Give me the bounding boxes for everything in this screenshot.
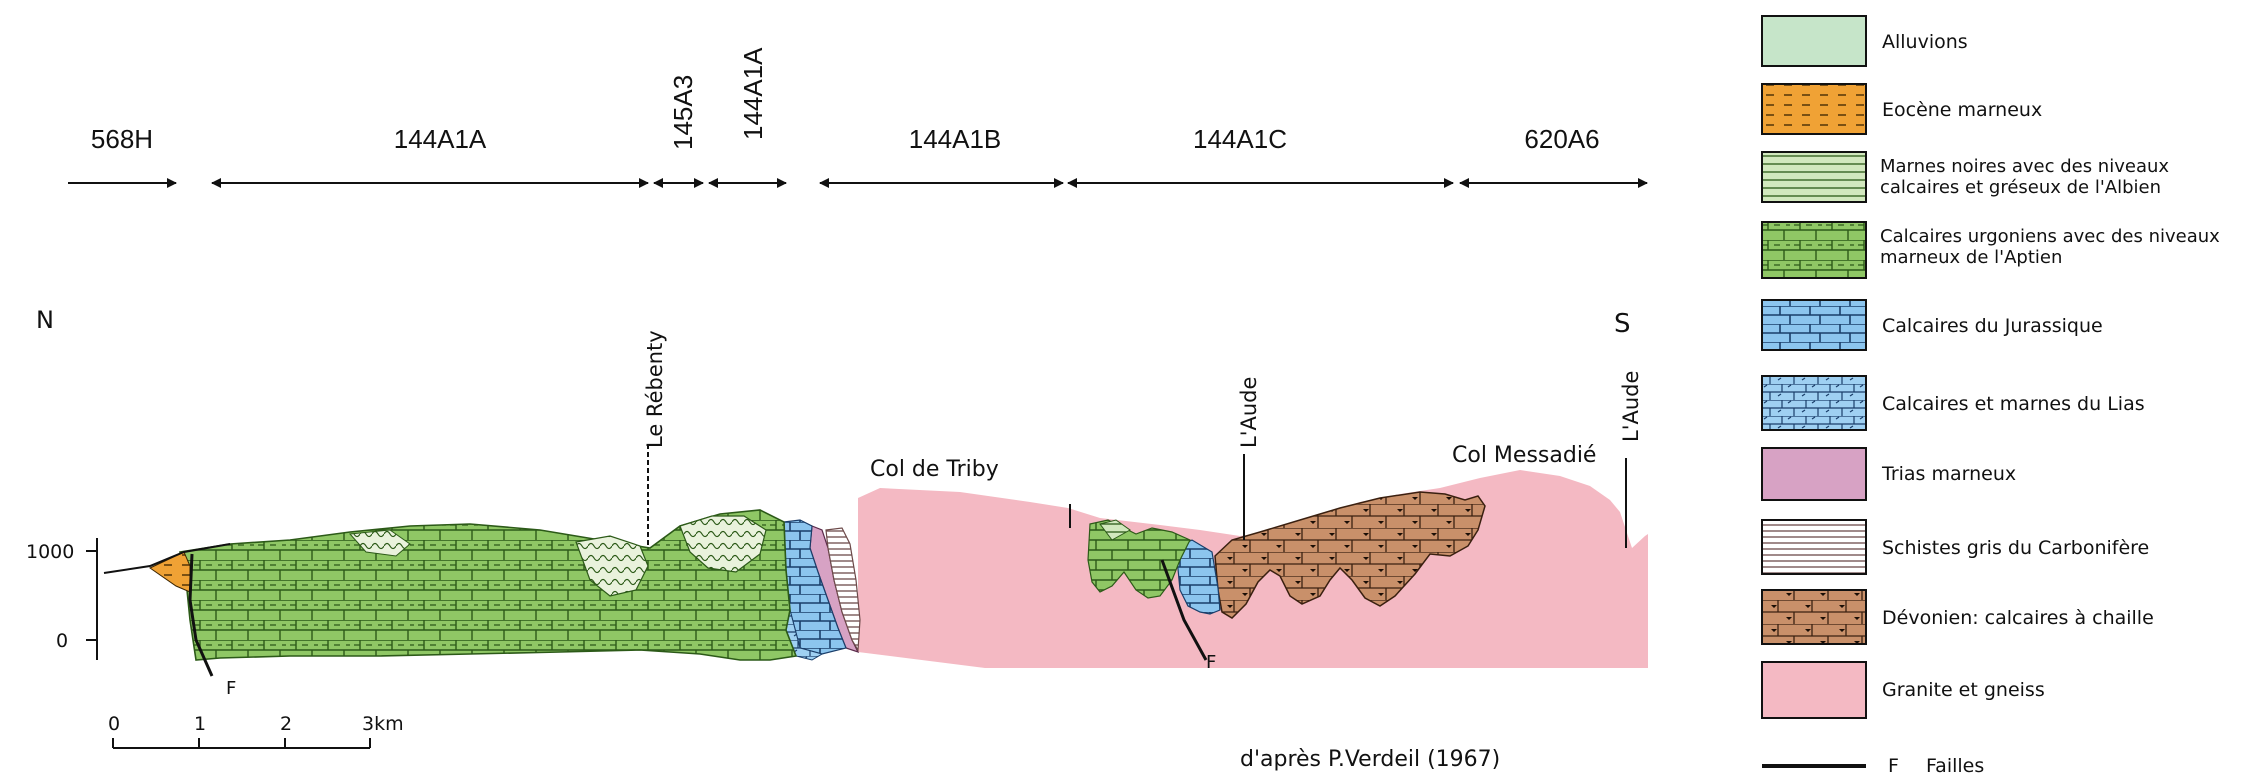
legend-label: Calcaires du Jurassique — [1882, 315, 2103, 337]
legend-swatch — [1761, 519, 1867, 575]
segment-label: 144A1A — [738, 47, 768, 140]
segment-568H: 568H — [68, 124, 177, 188]
legend-swatch — [1761, 299, 1867, 351]
albien-folded-zone — [679, 515, 767, 573]
segment-144A1C: 144A1C — [1067, 124, 1454, 188]
devonian-unit — [1214, 491, 1486, 619]
legend-label-box: Marnes noires avec des niveaux calcaires… — [1880, 156, 2170, 198]
albien-folded-zone — [575, 535, 649, 597]
segment-label: 144A1B — [909, 124, 1002, 154]
altitude-1000-label: 1000 — [26, 541, 74, 563]
legend-swatch — [1761, 151, 1867, 203]
altitude-axis: 1000 0 — [26, 538, 98, 660]
legend-item-trias: Trias marneux — [1761, 447, 2016, 501]
cross-section: F F Le Rébenty L'Aude L'Aude Col de Trib… — [103, 330, 1648, 699]
albien-marls-unit-east — [1099, 519, 1131, 541]
legend-item-albien: Marnes noires avec des niveaux calcaires… — [1761, 151, 2170, 203]
fault-label: F — [226, 678, 236, 699]
segment-label: 620A6 — [1524, 124, 1599, 154]
legend-item-jurassique: Calcaires du Jurassique — [1761, 299, 2103, 351]
legend-swatch — [1761, 83, 1867, 135]
segment-144A1A-west: 144A1A — [211, 124, 649, 188]
segment-620A6: 620A6 — [1459, 124, 1648, 188]
legend-label: Dévonien: calcaires à chaille — [1882, 607, 2154, 629]
legend-label: Trias marneux — [1881, 463, 2016, 485]
topographic-surface — [103, 543, 231, 574]
north-label: N — [36, 306, 54, 334]
legend-swatch — [1761, 375, 1867, 431]
fault-legend-label: Failles — [1926, 755, 1984, 774]
legend-item-eocene: Eocène marneux — [1761, 83, 2042, 135]
legend-item-carbonifere: Schistes gris du Carbonifère — [1761, 519, 2149, 575]
legend-label: Eocène marneux — [1882, 99, 2042, 121]
pass-label-col-messadie: Col Messadié — [1452, 443, 1596, 468]
legend-label: Calcaires et marnes du Lias — [1882, 393, 2145, 415]
scale-label-2: 2 — [280, 713, 292, 735]
segment-label: 144A1C — [1193, 124, 1287, 154]
legend-swatch — [1761, 15, 1867, 67]
legend-label: Schistes gris du Carbonifère — [1882, 537, 2149, 559]
source-credit: d'après P.Verdeil (1967) — [1240, 747, 1500, 772]
segment-144A1A-east: 144A1A — [708, 47, 787, 188]
legend-item-failles: F Failles — [1762, 755, 1984, 774]
segment-label: 144A1A — [394, 124, 487, 154]
scale-label-0: 0 — [108, 713, 120, 735]
legend-item-lias: Calcaires et marnes du Lias — [1761, 375, 2145, 431]
river-label-rebenty: Le Rébenty — [643, 330, 667, 448]
legend-swatch — [1761, 589, 1867, 645]
fault-line-south — [1160, 559, 1208, 661]
legend-swatch — [1761, 447, 1867, 501]
legend: Alluvions Eocène marneux Marnes noires a… — [1761, 15, 2220, 774]
urgonian-limestone-unit-north — [179, 509, 798, 661]
legend-label-box: Calcaires urgoniens avec des niveaux mar… — [1880, 226, 2220, 268]
legend-label: Granite et gneiss — [1882, 679, 2045, 701]
legend-item-granite: Granite et gneiss — [1761, 661, 2045, 719]
legend-item-devonien: Dévonien: calcaires à chaille — [1761, 589, 2154, 645]
legend-swatch — [1761, 661, 1867, 719]
river-label-aude-south: L'Aude — [1619, 371, 1643, 442]
fault-legend-letter: F — [1888, 755, 1899, 774]
legend-label: Marnes noires avec des niveaux calcaires… — [1880, 156, 2170, 198]
segment-label: 145A3 — [668, 75, 698, 150]
segment-144A1B: 144A1B — [819, 124, 1064, 188]
fault-line-north — [188, 553, 214, 677]
legend-item-alluvions: Alluvions — [1761, 15, 1968, 67]
south-label: S — [1614, 309, 1631, 339]
legend-label: Alluvions — [1882, 31, 1968, 53]
scale-bar: 0 1 2 3km — [108, 713, 404, 749]
sheet-segments: 568H 144A1A 145A3 144A1A 144A1B 144A1C 6… — [68, 47, 1648, 188]
river-label-aude: L'Aude — [1237, 377, 1261, 448]
segment-145A3: 145A3 — [653, 75, 704, 188]
scale-label-3km: 3km — [362, 713, 404, 735]
carboniferous-schists-unit — [825, 527, 861, 652]
pass-label-col-de-triby: Col de Triby — [870, 457, 999, 482]
segment-label: 568H — [91, 124, 153, 154]
legend-label: Calcaires urgoniens avec des niveaux mar… — [1880, 226, 2220, 268]
fault-label: F — [1206, 652, 1216, 673]
altitude-0-label: 0 — [56, 630, 68, 652]
legend-swatch — [1761, 221, 1867, 279]
scale-label-1: 1 — [194, 713, 206, 735]
jurassic-lias-unit-east — [1175, 539, 1221, 615]
albien-folded-zone — [348, 529, 411, 557]
legend-item-aptien: Calcaires urgoniens avec des niveaux mar… — [1761, 221, 2220, 279]
